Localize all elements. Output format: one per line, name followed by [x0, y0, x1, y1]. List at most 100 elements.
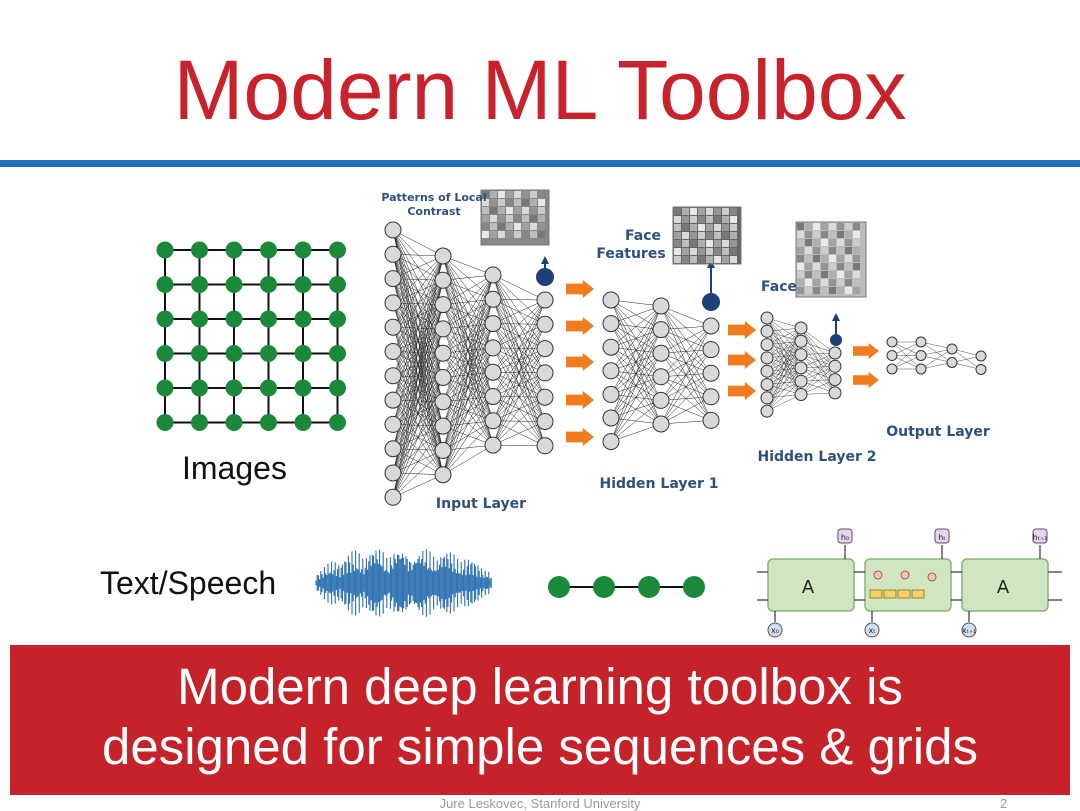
- nn-edge: [610, 305, 662, 324]
- nn-node: [384, 318, 402, 336]
- patterns-caption-2: Contrast: [407, 205, 460, 218]
- nn-edge: [800, 352, 836, 395]
- rnn-pointwise-op: [873, 570, 883, 580]
- orange-arrow: [566, 317, 594, 335]
- nn-node: [794, 348, 808, 362]
- patch-cell: [490, 199, 497, 206]
- nn-edge: [392, 401, 444, 498]
- patch-cell: [837, 255, 844, 262]
- nn-edge: [766, 327, 802, 385]
- nn-node: [484, 388, 502, 405]
- nn-edge: [660, 396, 712, 425]
- orange-arrow: [566, 391, 594, 409]
- nn-edge: [492, 299, 546, 301]
- patch-cell: [722, 216, 729, 223]
- output-layer-label: Output Layer: [886, 424, 990, 440]
- patch-cell: [522, 231, 529, 238]
- grid-node: [329, 379, 346, 397]
- grid-node: [156, 241, 174, 259]
- face-features-caption-2: Features: [596, 246, 665, 262]
- patch-cell: [530, 223, 537, 230]
- nn-node: [886, 363, 898, 375]
- nn-node: [384, 221, 402, 239]
- nn-edge: [800, 366, 836, 395]
- patch-cell: [722, 224, 729, 231]
- rnn-input-node: [864, 622, 880, 638]
- patch-cell: [853, 287, 860, 294]
- rnn-x-left: x₀: [771, 626, 779, 635]
- nn-edge: [610, 305, 662, 419]
- patch-cell: [797, 223, 804, 230]
- patch-cell: [514, 199, 521, 206]
- nn-node: [536, 388, 554, 406]
- patch-cell: [674, 240, 681, 247]
- patch-cell: [482, 191, 489, 198]
- patch-cell: [722, 256, 729, 263]
- sequence-graph: [548, 576, 705, 598]
- patch-cell: [797, 231, 804, 238]
- nn-edge: [392, 255, 444, 474]
- rnn-x-mid: xₜ: [868, 626, 875, 635]
- nn-node: [536, 315, 554, 333]
- nn-node: [484, 436, 502, 454]
- nn-node: [702, 388, 720, 406]
- patch-cell: [682, 224, 689, 231]
- nn-node: [602, 385, 620, 403]
- nn-node: [384, 270, 402, 288]
- patch-cell: [714, 216, 721, 223]
- patch-cell: [837, 239, 844, 246]
- rnn-cell: [767, 558, 855, 612]
- patch-cell: [837, 247, 844, 254]
- nn-edge: [660, 325, 712, 354]
- nn-node: [434, 271, 452, 289]
- nn-node: [652, 415, 670, 433]
- patch-cell: [837, 263, 844, 270]
- nn-node: [794, 374, 808, 388]
- patch-cell: [797, 287, 804, 294]
- patch-cell: [845, 231, 852, 238]
- nn-node: [434, 344, 452, 362]
- nn-node: [760, 338, 774, 352]
- patch-cell: [805, 223, 812, 230]
- grid-node: [260, 310, 277, 328]
- nn-node: [484, 266, 502, 284]
- rnn-input-node: [767, 622, 783, 638]
- patch-cell: [797, 247, 804, 254]
- text-speech-label: Text/Speech: [100, 565, 277, 601]
- patch-cell: [722, 240, 729, 247]
- rnn-cell-label-right: A: [997, 577, 1010, 598]
- patch-cell: [797, 279, 804, 286]
- footer-credit: Jure Leskovec, Stanford University: [439, 796, 641, 811]
- nn-edge: [392, 280, 444, 498]
- grid-node: [225, 310, 243, 328]
- nn-edge: [442, 420, 494, 475]
- patch-cell: [813, 239, 820, 246]
- nn-edge: [492, 348, 546, 446]
- nn-edge: [392, 255, 444, 328]
- nn-edge: [392, 255, 444, 279]
- patch-cell: [714, 232, 721, 239]
- grid-graph: [156, 241, 346, 431]
- patch-cell: [813, 263, 820, 270]
- nn-edge: [392, 377, 444, 498]
- nn-node: [536, 340, 554, 358]
- patch-cell: [674, 248, 681, 255]
- patch-cell: [706, 232, 713, 239]
- nn-node: [384, 464, 402, 482]
- grid-node: [156, 345, 174, 362]
- grid-node: [191, 379, 208, 397]
- nn-node: [484, 412, 502, 430]
- patch-cell: [714, 256, 721, 263]
- patch-cell: [682, 216, 689, 223]
- nn-edge: [492, 299, 546, 373]
- patch-cell: [506, 231, 513, 238]
- feature-arrowhead: [541, 256, 549, 264]
- patch-cell: [698, 240, 705, 247]
- nn-edge: [442, 347, 494, 475]
- patch-cell: [522, 191, 529, 198]
- rnn-output-node: [934, 528, 950, 544]
- orange-arrow: [566, 280, 594, 298]
- grid-node: [260, 241, 277, 259]
- face-features-caption-1: Face: [625, 228, 661, 244]
- grid-node: [260, 276, 277, 293]
